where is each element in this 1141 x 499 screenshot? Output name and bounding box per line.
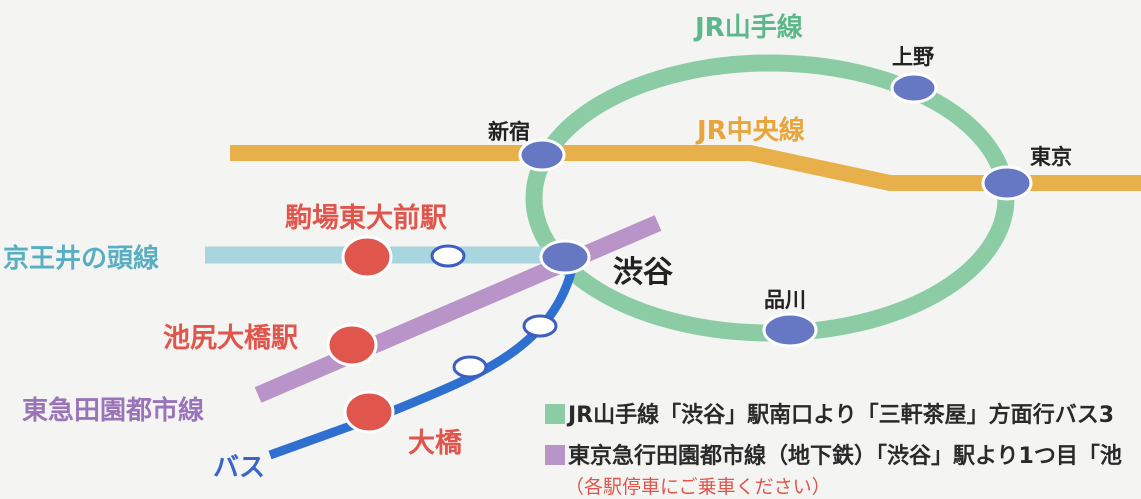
station-marker-shinagawa [762, 312, 818, 348]
label-ueno: 上野 [892, 45, 934, 69]
legend-text-denentoshi: 東京急行田園都市線（地下鉄）「渋谷」駅より1つ目「池 [568, 444, 1122, 469]
station-marker-small [452, 355, 488, 379]
station-marker-komaba [341, 235, 393, 279]
station-marker-small [430, 244, 466, 268]
station-marker-ueno [890, 72, 938, 104]
label-shibuya: 渋谷 [613, 255, 673, 290]
station-marker-ohashi [343, 390, 395, 434]
label-chuo: JR中央線 [697, 116, 805, 146]
label-ohashi: 大橋 [408, 428, 462, 459]
label-yamanote: JR山手線 [695, 13, 803, 43]
label-tokyo: 東京 [1030, 145, 1072, 169]
station-marker-small [522, 314, 558, 338]
legend-swatch-denentoshi [545, 445, 565, 465]
label-komaba: 駒場東大前駅 [285, 203, 447, 234]
legend-swatch-yamanote [545, 404, 565, 424]
label-ikejiri: 池尻大橋駅 [163, 323, 298, 354]
legend-note: （各駅停車にご乗車ください） [565, 476, 831, 498]
station-marker-tokyo [981, 165, 1033, 201]
legend-item-yamanote: JR山手線「渋谷」駅南口より「三軒茶屋」方面行バス3 [545, 397, 1114, 429]
station-marker-ikejiri [326, 323, 378, 367]
bus-route [268, 254, 580, 460]
label-bus: バス [213, 453, 266, 483]
label-denentoshi: 東急田園都市線 [22, 396, 205, 426]
label-shinagawa: 品川 [764, 288, 806, 312]
denentoshi-line [254, 215, 662, 403]
legend-text-yamanote: JR山手線「渋谷」駅南口より「三軒茶屋」方面行バス3 [568, 403, 1114, 428]
station-marker-shibuya [539, 239, 591, 275]
legend-item-denentoshi: 東京急行田園都市線（地下鉄）「渋谷」駅より1つ目「池 [545, 438, 1122, 470]
label-shinjuku: 新宿 [488, 120, 530, 144]
label-inokashira: 京王井の頭線 [3, 244, 160, 274]
route-map [205, 54, 1141, 460]
station-marker-shinjuku [518, 138, 566, 172]
